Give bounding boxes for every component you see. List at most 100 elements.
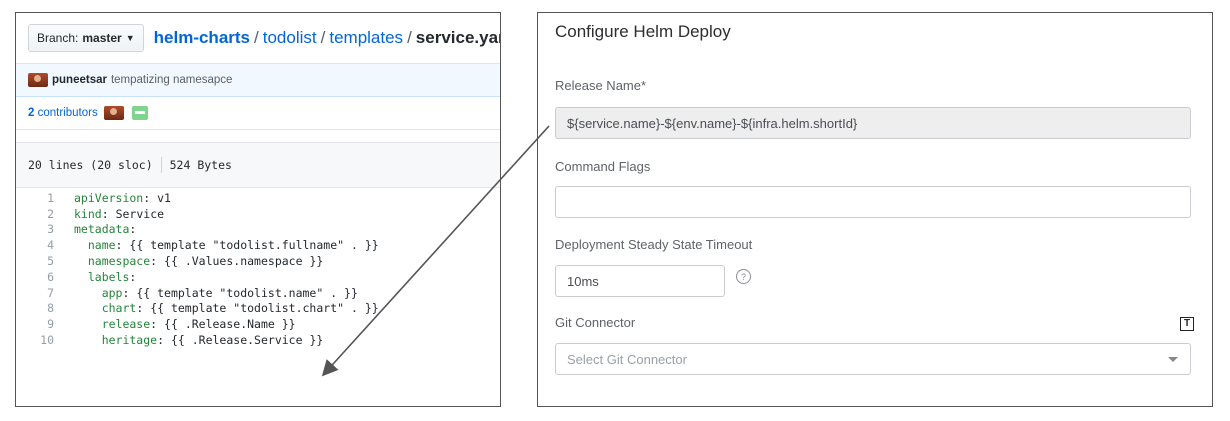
line-number[interactable]: 5 — [47, 254, 54, 269]
contributor-avatar[interactable] — [103, 106, 124, 120]
code-line: 10 heritage: {{ .Release.Service }} — [16, 332, 500, 348]
yaml-key: app — [74, 285, 123, 300]
line-number[interactable]: 10 — [40, 333, 54, 348]
release-name-field[interactable]: ${service.name}-${env.name}-${infra.helm… — [555, 107, 1191, 139]
contributors-count: 2 — [28, 107, 35, 119]
yaml-value: {{ template "todolist.name" . }} — [136, 285, 358, 300]
line-number[interactable]: 4 — [47, 238, 54, 253]
code-line: 2 kind: Service — [16, 206, 500, 222]
yaml-value: {{ .Release.Service }} — [170, 333, 324, 348]
file-header: 20 lines (20 sloc) 524 Bytes — [16, 142, 500, 188]
commit-author[interactable]: puneetsar — [52, 74, 107, 86]
yaml-key: namespace — [74, 254, 151, 269]
yaml-key: heritage — [74, 333, 158, 348]
yaml-colon: : — [129, 269, 137, 284]
code-line: 6 labels: — [16, 269, 500, 285]
line-number[interactable]: 7 — [47, 285, 54, 300]
code-text: name: {{ template "todolist.fullname" . … — [74, 238, 379, 252]
code-text: app: {{ template "todolist.name" . }} — [74, 286, 358, 300]
release-name-value: ${service.name}-${env.name}-${infra.helm… — [567, 115, 858, 131]
code-line: 8 chart: {{ template "todolist.chart" . … — [16, 301, 500, 317]
code-line: 1 apiVersion: v1 — [16, 190, 500, 206]
code-text: apiVersion: v1 — [74, 191, 171, 205]
git-connector-placeholder: Select Git Connector — [567, 351, 687, 367]
yaml-key: release — [74, 317, 151, 332]
yaml-key: metadata — [74, 222, 130, 237]
author-avatar[interactable] — [28, 73, 48, 87]
timeout-label: Deployment Steady State Timeout — [555, 237, 753, 252]
yaml-colon: : — [136, 301, 144, 316]
command-flags-field[interactable] — [555, 186, 1191, 218]
file-size: 524 Bytes — [169, 158, 232, 172]
yaml-key: apiVersion — [74, 190, 144, 205]
code-text: metadata: — [74, 222, 136, 236]
line-number[interactable]: 9 — [47, 317, 54, 332]
code-text: heritage: {{ .Release.Service }} — [74, 333, 324, 348]
breadcrumb-separator: / — [407, 28, 412, 47]
line-number[interactable]: 2 — [47, 206, 54, 221]
question-circle-icon[interactable]: ? — [736, 269, 751, 284]
yaml-value: {{ template "todolist.chart" . }} — [150, 301, 379, 316]
line-number[interactable]: 1 — [47, 190, 54, 205]
breadcrumb-todolist-link[interactable]: todolist — [262, 28, 317, 47]
breadcrumb-file-name: service.yaml — [415, 28, 500, 47]
yaml-colon: : — [157, 333, 165, 348]
breadcrumb-separator: / — [320, 28, 326, 47]
breadcrumb-separator: / — [254, 28, 259, 47]
command-flags-label: Command Flags — [555, 159, 651, 174]
yaml-colon: : — [115, 238, 123, 253]
configure-helm-deploy-panel: Configure Helm Deploy Release Name* ${se… — [537, 12, 1213, 407]
code-text: kind: Service — [74, 207, 164, 221]
git-connector-select[interactable]: Select Git Connector — [555, 343, 1191, 375]
code-text: chart: {{ template "todolist.chart" . }} — [74, 301, 379, 315]
yaml-colon: : — [101, 206, 109, 221]
code-line: 4 name: {{ template "todolist.fullname" … — [16, 237, 500, 253]
yaml-value: {{ .Release.Name }} — [164, 317, 296, 332]
code-line: 9 release: {{ .Release.Name }} — [16, 316, 500, 332]
yaml-value: {{ .Values.namespace }} — [164, 254, 324, 269]
github-file-panel: Branch: master ▼ helm-charts / todolist … — [15, 12, 501, 407]
file-info-divider — [160, 157, 162, 173]
line-number[interactable]: 3 — [47, 222, 54, 237]
yaml-colon: : — [129, 222, 137, 237]
yaml-colon: : — [150, 254, 158, 269]
yaml-value: {{ template "todolist.fullname" . }} — [129, 238, 379, 253]
line-number[interactable]: 6 — [47, 269, 54, 284]
branch-select-button[interactable]: Branch: master ▼ — [28, 24, 144, 52]
timeout-value: 10ms — [567, 273, 599, 289]
git-connector-label: Git Connector — [555, 315, 636, 330]
branch-prefix: Branch: — [37, 31, 79, 45]
breadcrumb: helm-charts / todolist / templates / ser… — [153, 28, 500, 48]
panel-title: Configure Helm Deploy — [555, 22, 731, 41]
yaml-colon: : — [143, 190, 151, 205]
code-text: release: {{ .Release.Name }} — [74, 317, 296, 331]
breadcrumb-repo-link[interactable]: helm-charts — [153, 28, 251, 47]
yaml-colon: : — [150, 317, 158, 332]
contributors-row: 2 contributors — [16, 97, 500, 130]
caret-down-icon: ▼ — [125, 33, 135, 43]
release-name-label: Release Name* — [555, 78, 647, 93]
line-number[interactable]: 8 — [47, 301, 54, 316]
yaml-key: kind — [74, 206, 102, 221]
file-navigation: Branch: master ▼ helm-charts / todolist … — [16, 13, 500, 64]
code-line: 3 metadata: — [16, 222, 500, 238]
yaml-value: Service — [115, 206, 165, 221]
code-text: namespace: {{ .Values.namespace }} — [74, 254, 323, 268]
code-line: 7 app: {{ template "todolist.name" . }} — [16, 285, 500, 301]
yaml-value: v1 — [157, 190, 171, 205]
template-toggle-icon[interactable]: T — [1180, 317, 1194, 331]
yaml-colon: : — [122, 285, 130, 300]
chevron-down-icon — [1168, 357, 1178, 362]
bot-avatar-icon[interactable] — [131, 106, 148, 120]
spacer — [16, 130, 500, 142]
yaml-key: name — [74, 238, 116, 253]
latest-commit: puneetsar tempatizing namesapce — [16, 64, 500, 97]
timeout-field[interactable]: 10ms — [555, 265, 725, 297]
commit-message[interactable]: tempatizing namesapce — [110, 74, 233, 86]
breadcrumb-templates-link[interactable]: templates — [329, 28, 404, 47]
contributors-label: contributors — [37, 107, 98, 119]
yaml-key: labels — [74, 269, 130, 284]
branch-name: master — [82, 31, 122, 45]
contributors-link[interactable]: 2 contributors — [28, 107, 98, 119]
code-line: 5 namespace: {{ .Values.namespace }} — [16, 253, 500, 269]
